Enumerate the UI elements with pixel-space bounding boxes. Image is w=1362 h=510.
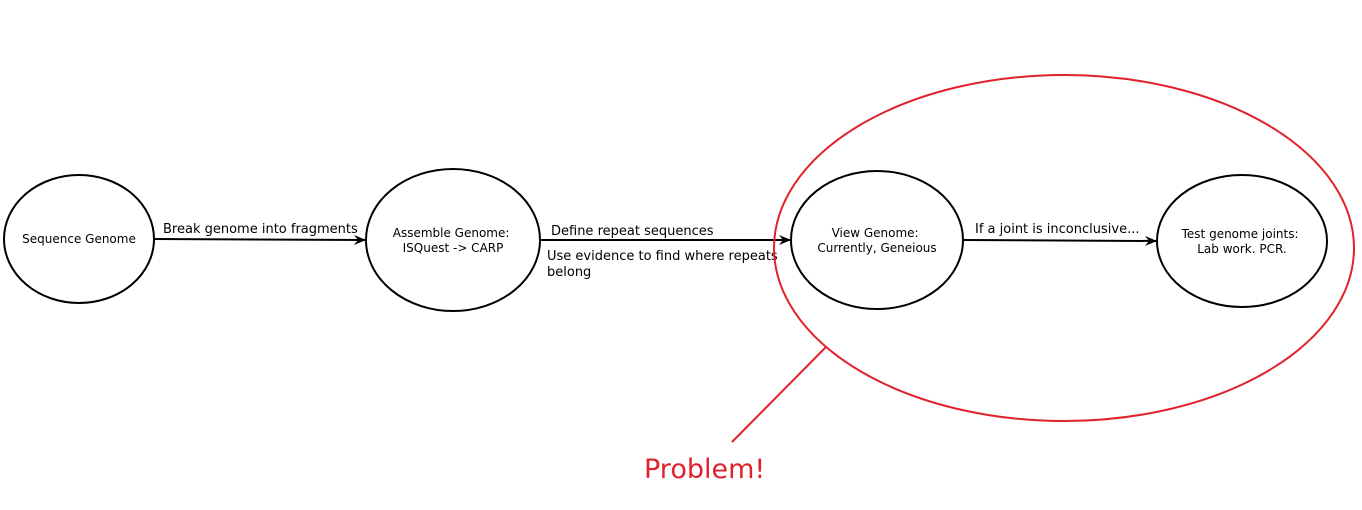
svg-text:Sequence Genome: Sequence Genome [22,232,136,246]
problem-leader-line [731,346,827,443]
node-assemble-genome-shape [365,168,541,312]
svg-text:Use evidence to find where rep: Use evidence to find where repeats belon… [547,249,782,280]
svg-text:Test genome joints: Lab: Test genome joints: Lab work. PCR. [1181,227,1303,256]
problem-highlight-circle [773,74,1355,422]
edge-break-genome: Break genome into fragments [153,222,366,245]
node-view-genome-label-line-1: View Genome: [832,226,919,240]
edge-inconclusive-joint: If a joint is inconclusive... [962,222,1157,246]
node-sequence-genome: Sequence Genome [3,174,155,304]
node-test-genome-joints-label-line-1: Test genome joints: [1181,227,1299,241]
node-sequence-genome-label: Sequence Genome [22,232,136,246]
node-test-genome-joints-shape [1156,174,1328,308]
node-assemble-genome-label-line-2: ISQuest -> CARP [403,241,504,255]
node-view-genome: View Genome: Currently, Geneious [790,170,964,310]
edge-inconclusive-joint-arrow [962,235,1157,246]
problem-label: Problem! [644,454,765,485]
node-assemble-genome-label-line-1: Assemble Genome: [393,226,510,240]
node-assemble-genome: Assemble Genome: ISQuest -> CARP [365,168,541,312]
node-view-genome-label-line-2: Currently, Geneious [817,241,936,255]
svg-text:Assemble Genome: ISQuest: Assemble Genome: ISQuest -> CARP [393,226,514,255]
node-test-genome-joints: Test genome joints: Lab work. PCR. [1156,174,1328,308]
edge-define-repeats: Define repeat sequences Use evidence to … [540,224,791,280]
node-view-genome-shape [790,170,964,310]
edge-inconclusive-joint-label: If a joint is inconclusive... [975,222,1139,237]
edge-define-repeats-note-line-2: belong [547,265,591,280]
edge-break-genome-label: Break genome into fragments [163,222,358,237]
edge-break-genome-arrow [153,234,366,245]
node-test-genome-joints-label-line-2: Lab work. PCR. [1197,242,1286,256]
problem-annotation: Problem! [644,74,1355,485]
edge-define-repeats-note-line-1: Use evidence to find where repeats [547,249,778,264]
svg-text:View Genome: Currently,: View Genome: Currently, Geneious [817,226,936,255]
edge-define-repeats-label: Define repeat sequences [551,224,714,239]
